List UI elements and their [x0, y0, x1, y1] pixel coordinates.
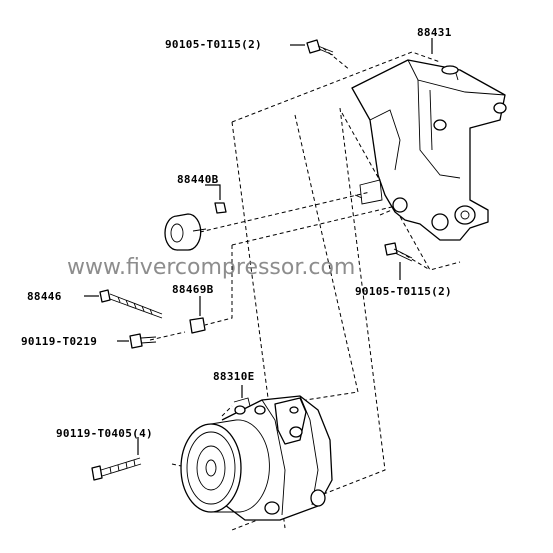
bolt-icon [129, 333, 157, 349]
watermark-text: www.fivercompressor.com [67, 255, 355, 280]
bolt-icon [306, 39, 334, 56]
label-spacer: 88469B [172, 283, 214, 296]
label-bracket: 88431 [417, 26, 452, 39]
engine-mount-bracket-icon [351, 59, 507, 241]
label-bolt-long: 88446 [27, 290, 62, 303]
ac-compressor-icon [180, 395, 333, 521]
bolt-icon [91, 457, 142, 481]
bolt-icon [99, 289, 163, 319]
spacer-icon [189, 317, 206, 334]
label-idler-pulley: 88440B [177, 173, 219, 186]
bolt-icon [384, 242, 413, 262]
label-bolt-compressor: 90119-T0405(4) [56, 427, 153, 440]
label-bolt-mid: 90105-T0115(2) [355, 285, 452, 298]
bolt-icon [214, 202, 227, 214]
idler-pulley-icon [164, 213, 207, 251]
label-compressor: 88310E [213, 370, 255, 383]
label-bolt-small: 90119-T0219 [21, 335, 97, 348]
label-bolt-top: 90105-T0115(2) [165, 38, 262, 51]
leader-lines [84, 38, 433, 455]
